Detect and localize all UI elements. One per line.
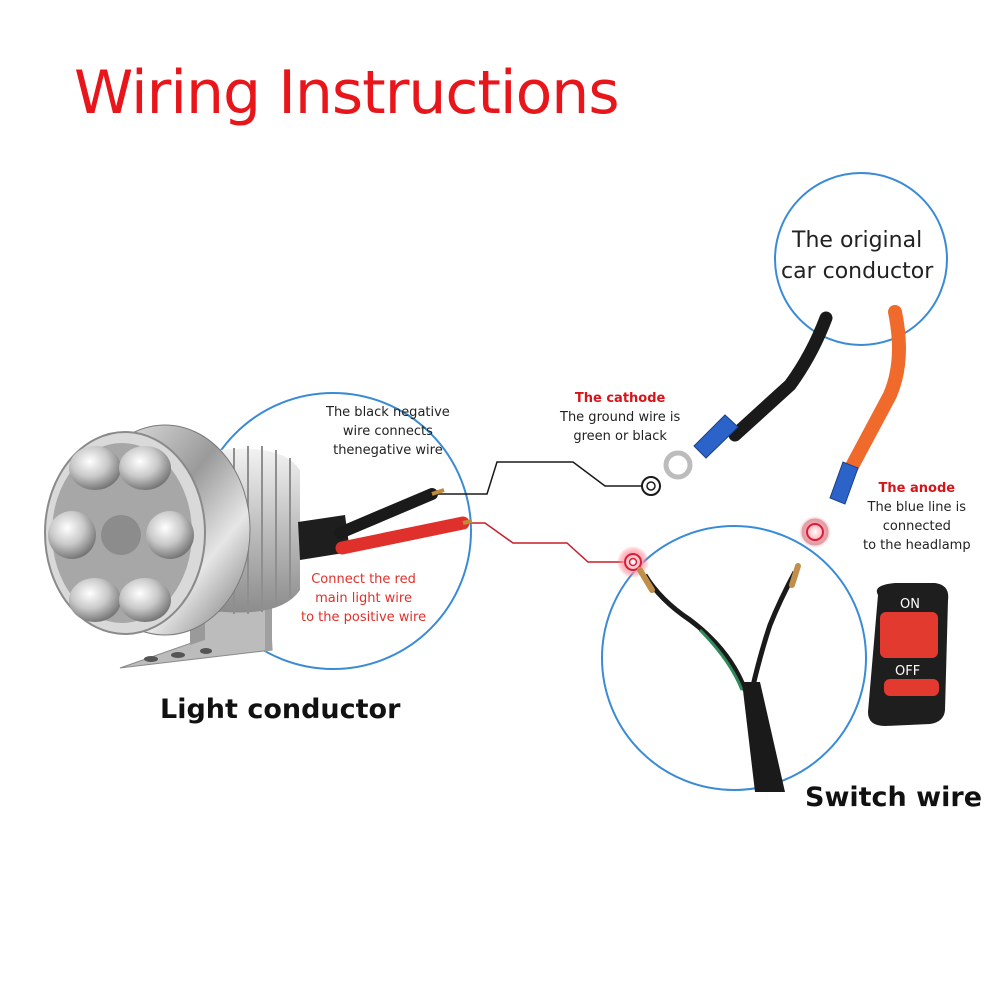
switch-on-label: ON — [900, 597, 920, 612]
cathode-line1: The ground wire is — [560, 410, 681, 425]
switch-off-label: OFF — [895, 664, 920, 679]
black-wire-note-line3: thenegative wire — [333, 443, 443, 458]
switch-wire-label: Switch wire — [805, 782, 983, 813]
cathode-heading: The cathode — [574, 391, 666, 406]
original-conductor-line2: car conductor — [781, 259, 934, 284]
car-conductor-wires — [663, 305, 906, 546]
headlamp-cable — [298, 488, 473, 560]
cathode-note: The cathode The ground wire is green or … — [560, 389, 680, 446]
red-connection-point — [624, 553, 642, 571]
switch-wires — [637, 563, 801, 792]
anode-line2: connected — [882, 519, 951, 534]
red-wire-note: Connect the red main light wire to the p… — [301, 570, 426, 627]
page-title: Wiring Instructions — [74, 58, 620, 128]
original-conductor-circle — [774, 172, 948, 346]
anode-line3: to the headlamp — [863, 538, 971, 553]
anode-heading: The anode — [878, 481, 956, 496]
anode-line1: The blue line is — [867, 500, 967, 515]
light-conductor-label: Light conductor — [160, 694, 401, 725]
anode-connection-glow — [799, 516, 831, 548]
black-guide-line — [432, 461, 651, 495]
anode-note: The anode The blue line is connected to … — [863, 479, 971, 555]
cathode-line2: green or black — [573, 429, 667, 444]
red-wire-note-line2: main light wire — [315, 591, 412, 606]
black-wire-note: The black negative wire connects thenega… — [326, 403, 450, 460]
switch-wire-circle — [601, 525, 867, 791]
headlamp-icon — [44, 424, 300, 669]
red-wire-note-line1: Connect the red — [311, 572, 416, 587]
cathode-connection-point — [641, 476, 661, 496]
red-wire-note-line3: to the positive wire — [301, 610, 427, 625]
red-guide-line — [463, 522, 633, 563]
black-wire-note-line2: wire connects — [342, 424, 433, 439]
original-conductor-line1: The original — [792, 228, 923, 253]
original-conductor-label: The original car conductor — [781, 225, 933, 287]
on-off-switch-icon: ON OFF — [868, 583, 949, 726]
anode-connection-point — [806, 523, 824, 541]
black-wire-note-line1: The black negative — [326, 405, 450, 420]
